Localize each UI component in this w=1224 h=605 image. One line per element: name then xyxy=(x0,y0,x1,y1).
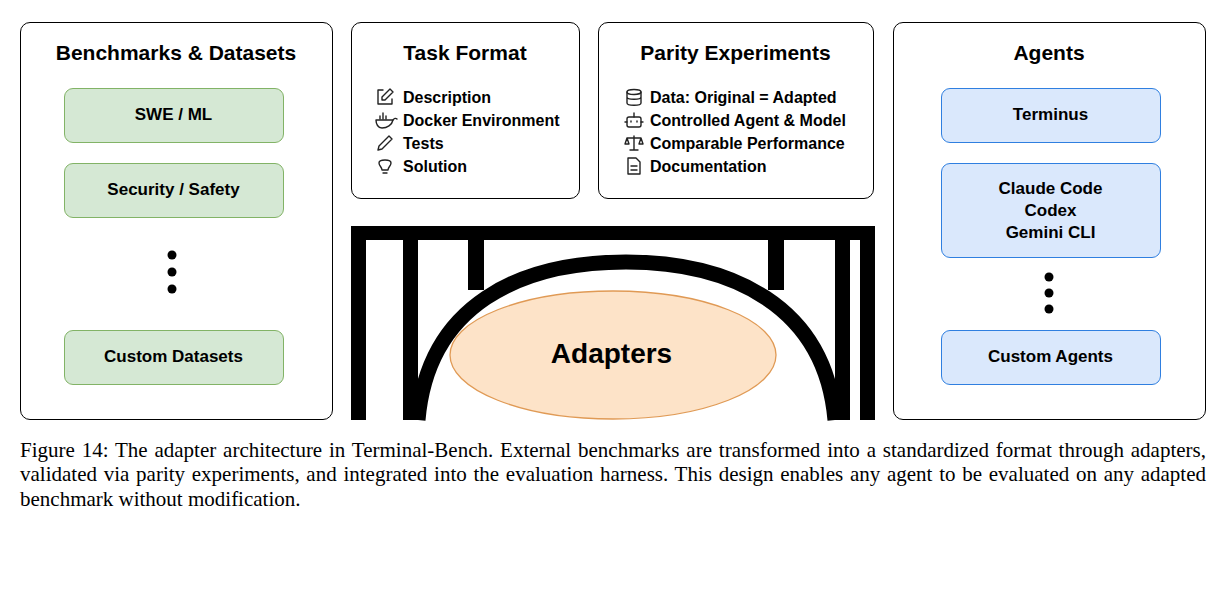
node-label: Gemini CLI xyxy=(942,222,1159,244)
panel-box: Task FormatDescriptionDocker Environment… xyxy=(351,22,580,199)
agent-box: Terminus xyxy=(941,88,1161,143)
list-item: Data: Original = Adapted xyxy=(650,88,837,108)
panel-box: Parity ExperimentsData: Original = Adapt… xyxy=(598,22,874,199)
agent-box: Claude CodeCodexGemini CLI xyxy=(941,163,1161,258)
panel-box: SWE / ML Security / SafetyCustom Datasets… xyxy=(20,22,333,420)
ellipsis-dot xyxy=(1045,289,1054,298)
ellipsis-dot xyxy=(168,285,177,294)
panel-heading: Agents xyxy=(894,40,1204,66)
docker-icon xyxy=(376,113,397,128)
list-item: Comparable Performance xyxy=(650,134,845,154)
bridge-arch xyxy=(418,262,835,420)
node-label: SWE / ML xyxy=(65,89,282,141)
document-icon xyxy=(628,158,640,174)
ellipsis-dot xyxy=(168,251,177,260)
bridge-structure xyxy=(351,226,875,420)
ellipsis-dot xyxy=(168,268,177,277)
list-item: Documentation xyxy=(650,157,766,177)
bridge-deck xyxy=(351,226,875,240)
edit-icon xyxy=(378,89,393,104)
adapter-ellipse: Adapters xyxy=(449,290,777,420)
bridge-post xyxy=(835,240,850,420)
panel-heading: Benchmarks & Datasets xyxy=(21,40,331,66)
dataset-box: SWE / ML xyxy=(64,88,284,143)
dataset-box: Security / Safety xyxy=(64,163,284,218)
node-label: Adapters xyxy=(449,290,774,417)
dataset-box: Custom Datasets xyxy=(64,330,284,385)
bridge-hanger xyxy=(768,240,784,290)
list-item: Docker Environment xyxy=(403,111,559,131)
list-item: Tests xyxy=(403,134,444,154)
node-label: Claude Code xyxy=(942,178,1159,200)
node-label: Codex xyxy=(942,200,1159,222)
node-label: Custom Agents xyxy=(942,331,1159,383)
ellipsis-dot xyxy=(1045,305,1054,314)
agent-box: Custom Agents xyxy=(941,330,1161,385)
bridge-pillar xyxy=(351,226,366,420)
scale-icon xyxy=(625,136,643,150)
node-label: Terminus xyxy=(942,89,1159,141)
bridge-hanger xyxy=(468,240,484,290)
panel-heading: Parity Experiments xyxy=(599,40,872,66)
node-label: Security / Safety xyxy=(65,164,282,216)
panel-heading: Task Format xyxy=(352,40,578,66)
figure-caption: Figure 14: The adapter architecture in T… xyxy=(20,438,1206,511)
ellipse-shape xyxy=(450,291,776,419)
list-item: Description xyxy=(403,88,491,108)
list-item: Solution xyxy=(403,157,467,177)
bridge-post xyxy=(403,240,418,420)
bridge-pillar xyxy=(860,226,875,420)
ellipsis-dot xyxy=(1045,273,1054,282)
pencil-icon xyxy=(378,136,392,150)
bulb-icon xyxy=(379,160,391,173)
robot-icon xyxy=(625,113,643,127)
list-item: Controlled Agent & Model xyxy=(650,111,846,131)
database-icon xyxy=(627,90,641,106)
panel-box: TerminusClaude CodeCodexGemini CLI Custom… xyxy=(893,22,1206,420)
node-label: Custom Datasets xyxy=(65,331,282,383)
